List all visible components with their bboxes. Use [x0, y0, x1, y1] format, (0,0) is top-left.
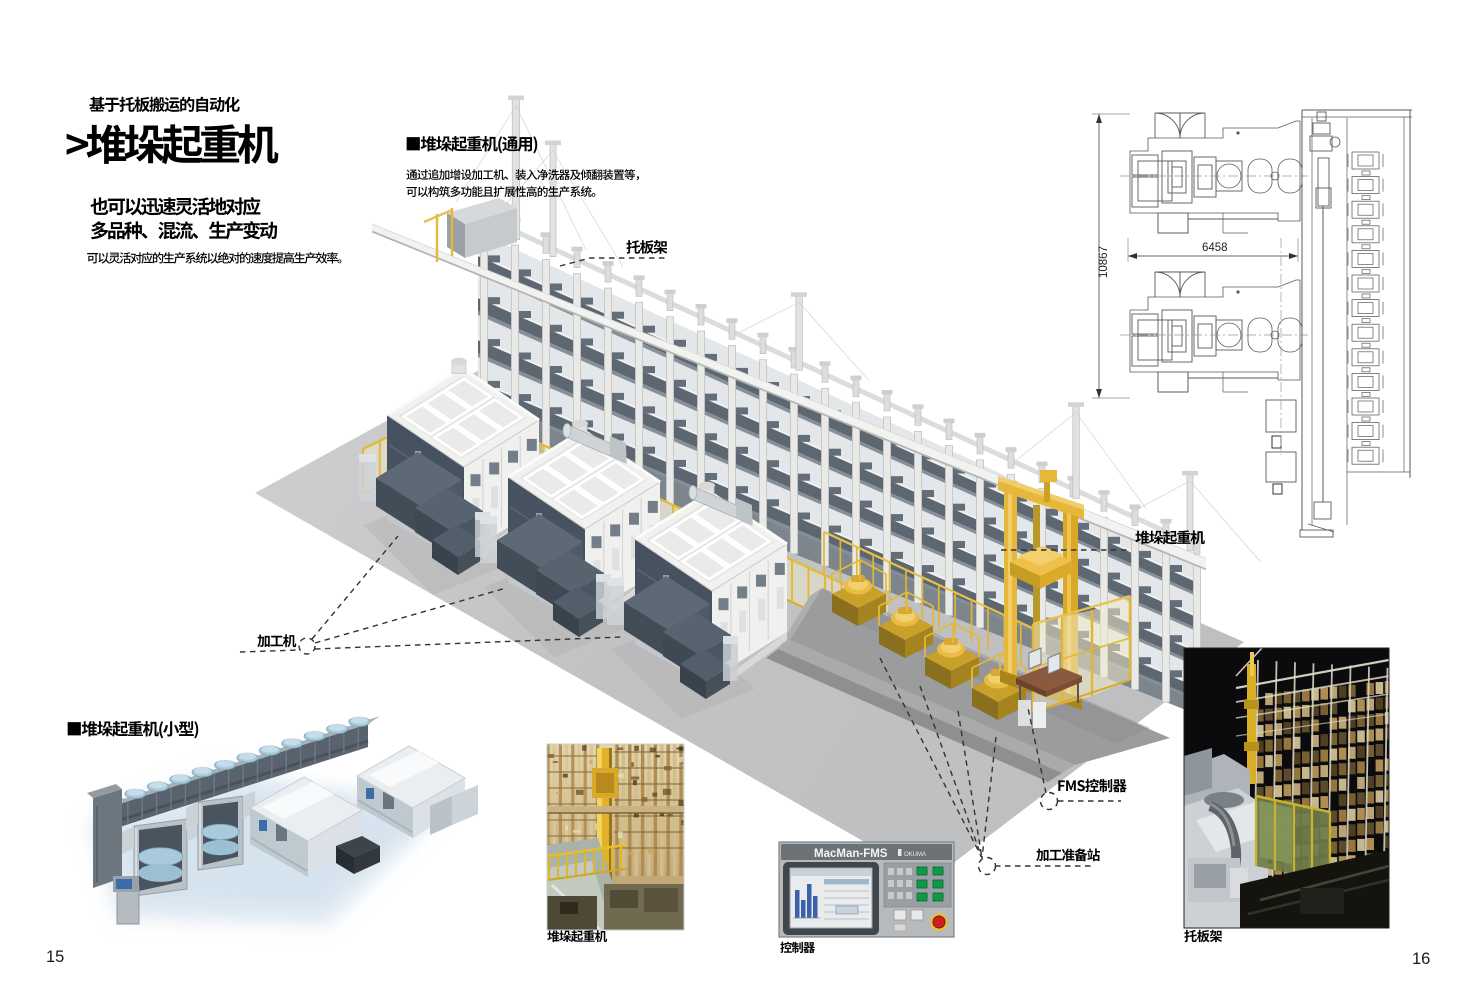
svg-text:10867: 10867 [1098, 246, 1110, 278]
svg-text:6458: 6458 [1202, 242, 1228, 254]
svg-text:15: 15 [46, 948, 64, 966]
svg-text:MacMan-FMS: MacMan-FMS [814, 848, 888, 860]
svg-text:16: 16 [1412, 950, 1430, 968]
svg-text:OKUMA: OKUMA [904, 852, 926, 858]
